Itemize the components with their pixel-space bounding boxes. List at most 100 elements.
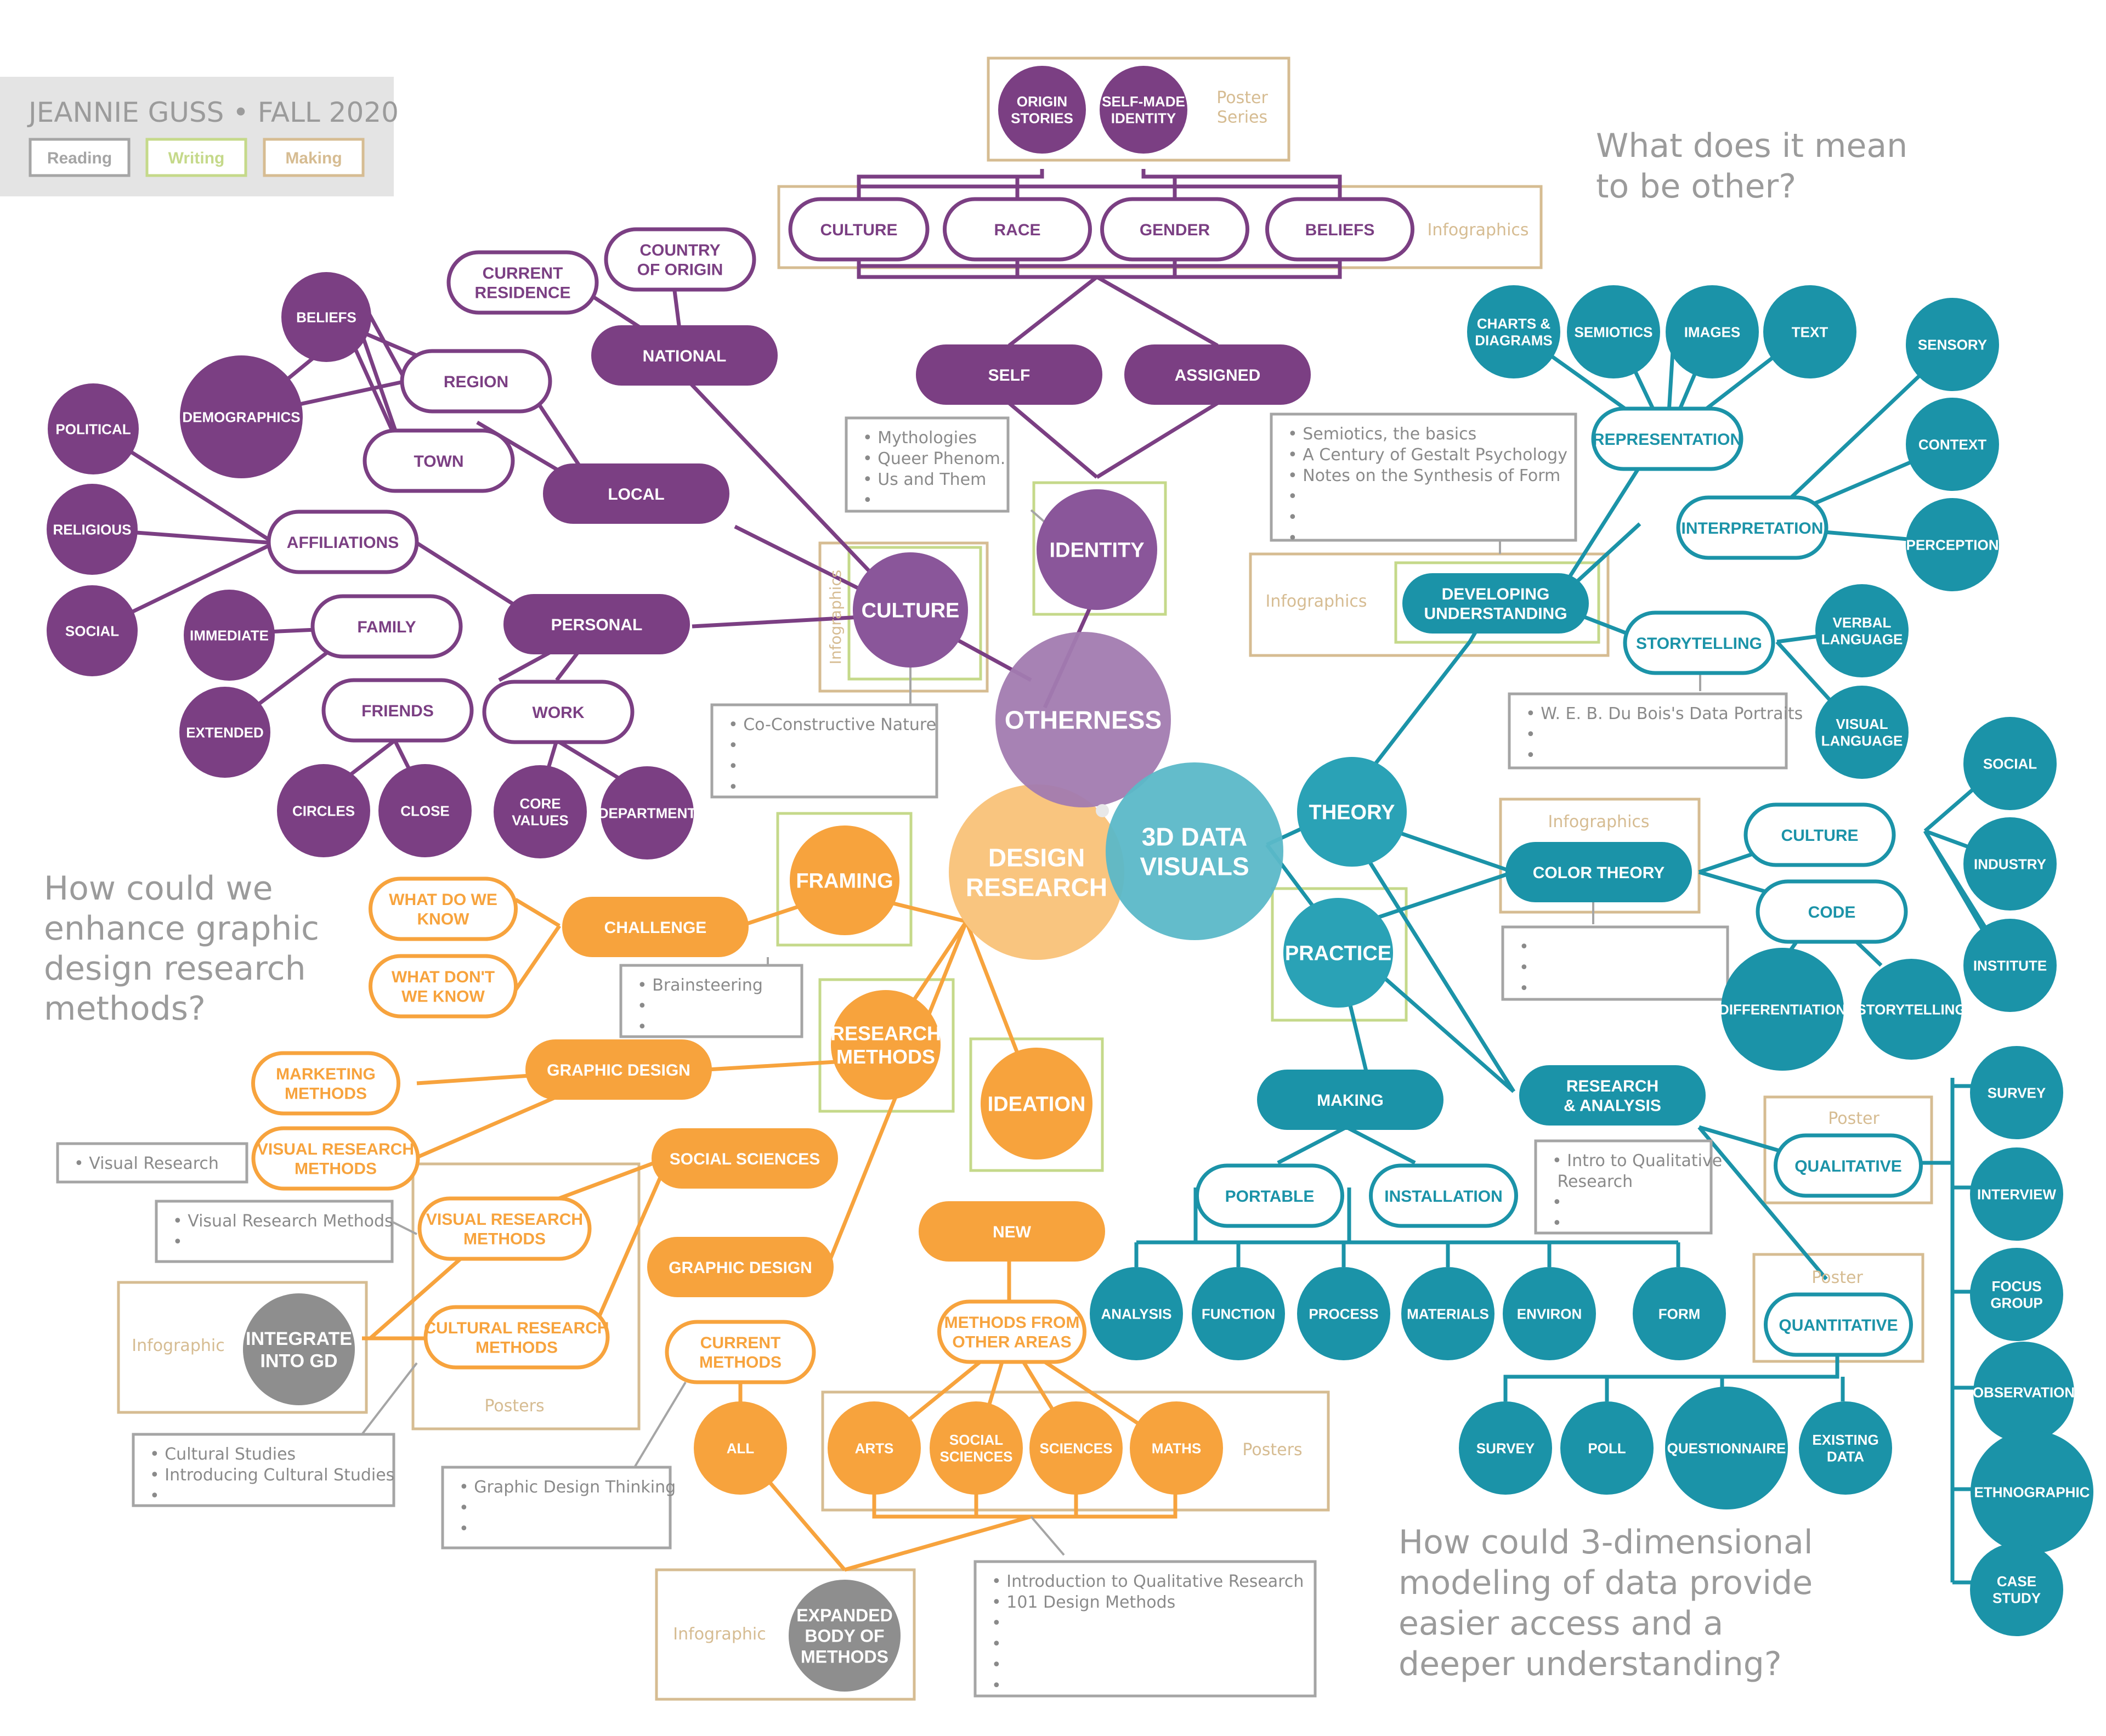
- immediate-node[interactable]: IMMEDIATE: [184, 590, 275, 681]
- sciences-node[interactable]: SCIENCES: [1029, 1401, 1123, 1495]
- context-node[interactable]: CONTEXT: [1906, 398, 1999, 491]
- poll-node[interactable]: POLL: [1560, 1401, 1654, 1495]
- institute-t-node[interactable]: INSTITUTE: [1963, 919, 2057, 1012]
- department-node[interactable]: DEPARTMENT: [598, 766, 697, 859]
- function-node[interactable]: FUNCTION: [1192, 1267, 1285, 1360]
- differentiation-node[interactable]: DIFFERENTIATION: [1719, 948, 1846, 1071]
- storytelling-node[interactable]: STORYTELLING: [1623, 610, 1775, 675]
- region-node[interactable]: REGION: [400, 349, 552, 414]
- interpretation-node[interactable]: INTERPRETATION: [1676, 495, 1828, 560]
- form-node[interactable]: FORM: [1633, 1267, 1726, 1360]
- extended-node[interactable]: EXTENDED: [179, 687, 270, 778]
- social-p-node[interactable]: SOCIAL: [47, 585, 138, 676]
- charts-diagrams-node[interactable]: CHARTS &DIAGRAMS: [1467, 285, 1560, 378]
- culture-top-node[interactable]: CULTURE: [788, 197, 930, 262]
- survey-q-node[interactable]: SURVEY: [1459, 1401, 1552, 1495]
- close-node[interactable]: CLOSE: [378, 764, 472, 857]
- qualitative-node[interactable]: QUALITATIVE: [1774, 1133, 1923, 1198]
- beliefs-top-node[interactable]: BELIEFS: [1265, 197, 1414, 262]
- industry-t-node[interactable]: INDUSTRY: [1963, 817, 2057, 911]
- legend-making[interactable]: Making: [263, 138, 365, 177]
- sensory-node[interactable]: SENSORY: [1906, 298, 1999, 391]
- observation-node[interactable]: OBSERVATION: [1973, 1342, 2075, 1443]
- challenge-node[interactable]: CHALLENGE: [562, 897, 749, 957]
- semiotics-node[interactable]: SEMIOTICS: [1567, 285, 1660, 378]
- hub-otherness-node[interactable]: OTHERNESS: [995, 632, 1171, 807]
- maths-node[interactable]: MATHS: [1130, 1401, 1223, 1495]
- race-top-node[interactable]: RACE: [943, 197, 1092, 262]
- quantitative-node[interactable]: QUANTITATIVE: [1764, 1292, 1913, 1357]
- portable-node[interactable]: PORTABLE: [1195, 1163, 1344, 1228]
- local-node[interactable]: LOCAL: [543, 463, 729, 524]
- new-node[interactable]: NEW: [919, 1201, 1105, 1262]
- ideation-node[interactable]: IDEATION: [981, 1048, 1092, 1160]
- political-node[interactable]: POLITICAL: [48, 383, 139, 474]
- questionnaire-node[interactable]: QUESTIONNAIRE: [1665, 1387, 1788, 1509]
- legend-writing[interactable]: Writing: [145, 138, 247, 177]
- survey-r-node[interactable]: SURVEY: [1970, 1046, 2063, 1139]
- graphic-design-1-node[interactable]: GRAPHIC DESIGN: [525, 1039, 712, 1100]
- text-node[interactable]: TEXT: [1763, 285, 1856, 378]
- social-t-node[interactable]: SOCIAL: [1963, 717, 2057, 810]
- culture-t-node[interactable]: CULTURE: [1743, 802, 1896, 867]
- identity-node[interactable]: IDENTITY: [1037, 489, 1157, 610]
- storytelling-2-node[interactable]: STORYTELLING: [1856, 959, 1966, 1060]
- process-node[interactable]: PROCESS: [1297, 1267, 1390, 1360]
- friends-node[interactable]: FRIENDS: [321, 678, 474, 743]
- graphic-design-2-node[interactable]: GRAPHIC DESIGN: [647, 1237, 834, 1297]
- making-node[interactable]: MAKING: [1257, 1070, 1443, 1130]
- all-node[interactable]: ALL: [694, 1401, 787, 1495]
- social-sciences-node[interactable]: SOCIAL SCIENCES: [652, 1128, 838, 1189]
- beliefs-small-node[interactable]: BELIEFS: [281, 272, 371, 362]
- practice-node[interactable]: PRACTICE: [1283, 898, 1393, 1008]
- culture-hub-node[interactable]: CULTURE: [853, 552, 968, 668]
- religious-node[interactable]: RELIGIOUS: [47, 484, 138, 575]
- town-node[interactable]: TOWN: [363, 428, 515, 493]
- code-t-node[interactable]: CODE: [1756, 879, 1908, 944]
- work-node[interactable]: WORK: [482, 680, 635, 744]
- research-analysis-node[interactable]: RESEARCH& ANALYSIS: [1519, 1065, 1706, 1126]
- assigned-node[interactable]: ASSIGNED: [1124, 344, 1311, 405]
- gender-top-node[interactable]: GENDER: [1100, 197, 1249, 262]
- materials-node[interactable]: MATERIALS: [1401, 1267, 1494, 1360]
- circles-node[interactable]: CIRCLES: [277, 764, 370, 857]
- legend-reading[interactable]: Reading: [29, 138, 131, 177]
- self-node[interactable]: SELF: [916, 344, 1102, 405]
- framing-node[interactable]: FRAMING: [790, 825, 899, 935]
- national-node[interactable]: NATIONAL: [591, 325, 778, 386]
- representation-node[interactable]: REPRESENTATION: [1591, 406, 1743, 471]
- images-node[interactable]: IMAGES: [1666, 285, 1759, 378]
- perception-node[interactable]: PERCEPTION: [1906, 498, 1999, 591]
- environ-node[interactable]: ENVIRON: [1503, 1267, 1596, 1360]
- family-node[interactable]: FAMILY: [310, 594, 463, 659]
- ethnographic-node[interactable]: ETHNOGRAPHIC: [1971, 1430, 2093, 1553]
- arts-node[interactable]: ARTS: [828, 1401, 921, 1495]
- installation-node[interactable]: INSTALLATION: [1369, 1163, 1518, 1228]
- affiliations-node[interactable]: AFFILIATIONS: [267, 510, 419, 574]
